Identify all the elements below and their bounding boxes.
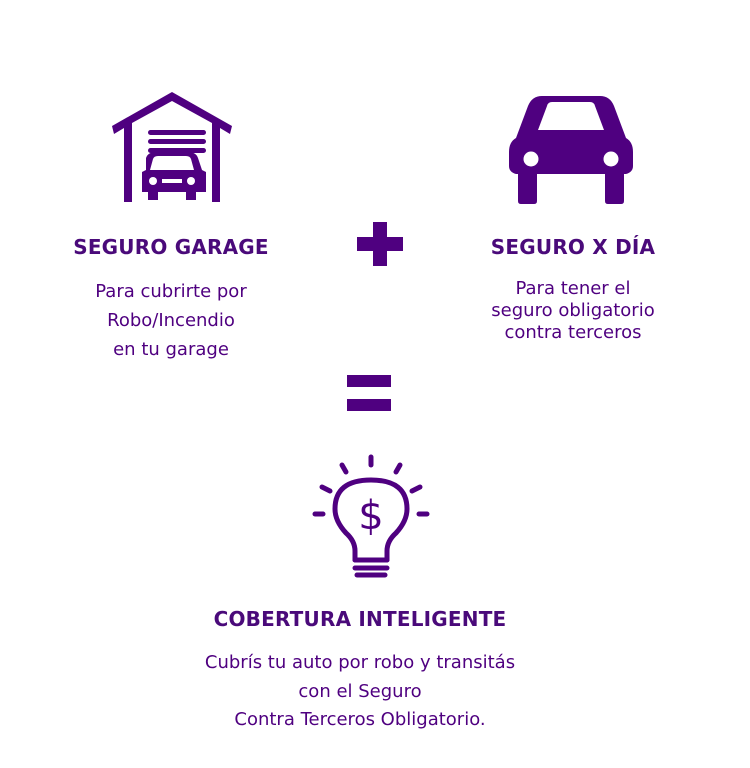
plus-icon [357, 222, 403, 266]
result-title: COBERTURA INTELIGENTE [213, 607, 507, 631]
result-line: con el Seguro [298, 680, 422, 702]
left-title: SEGURO GARAGE [73, 235, 269, 259]
right-line: contra terceros [504, 322, 642, 343]
right-line: seguro obligatorio [491, 300, 655, 321]
right-title: SEGURO X DÍA [490, 235, 656, 259]
right-description: Para tener el seguro obligatorio contra … [423, 278, 723, 344]
garage-icon [112, 92, 232, 202]
equals-icon [347, 375, 391, 411]
left-line: Para cubrirte por [95, 281, 247, 302]
result-line: Contra Terceros Obligatorio. [234, 709, 486, 730]
svg-text:$: $ [358, 493, 383, 539]
car-icon [509, 96, 633, 204]
left-line: en tu garage [113, 339, 229, 360]
result-description: Cubrís tu auto por robo y transitás con … [160, 649, 560, 735]
result-line: Cubrís tu auto por robo y transitás [204, 652, 516, 673]
left-line: Robo/Incendio [107, 310, 235, 331]
right-line: Para tener el [515, 278, 631, 299]
lightbulb-dollar-icon: $ [312, 454, 430, 578]
left-description: Para cubrirte por Robo/Incendio en tu ga… [21, 277, 321, 364]
